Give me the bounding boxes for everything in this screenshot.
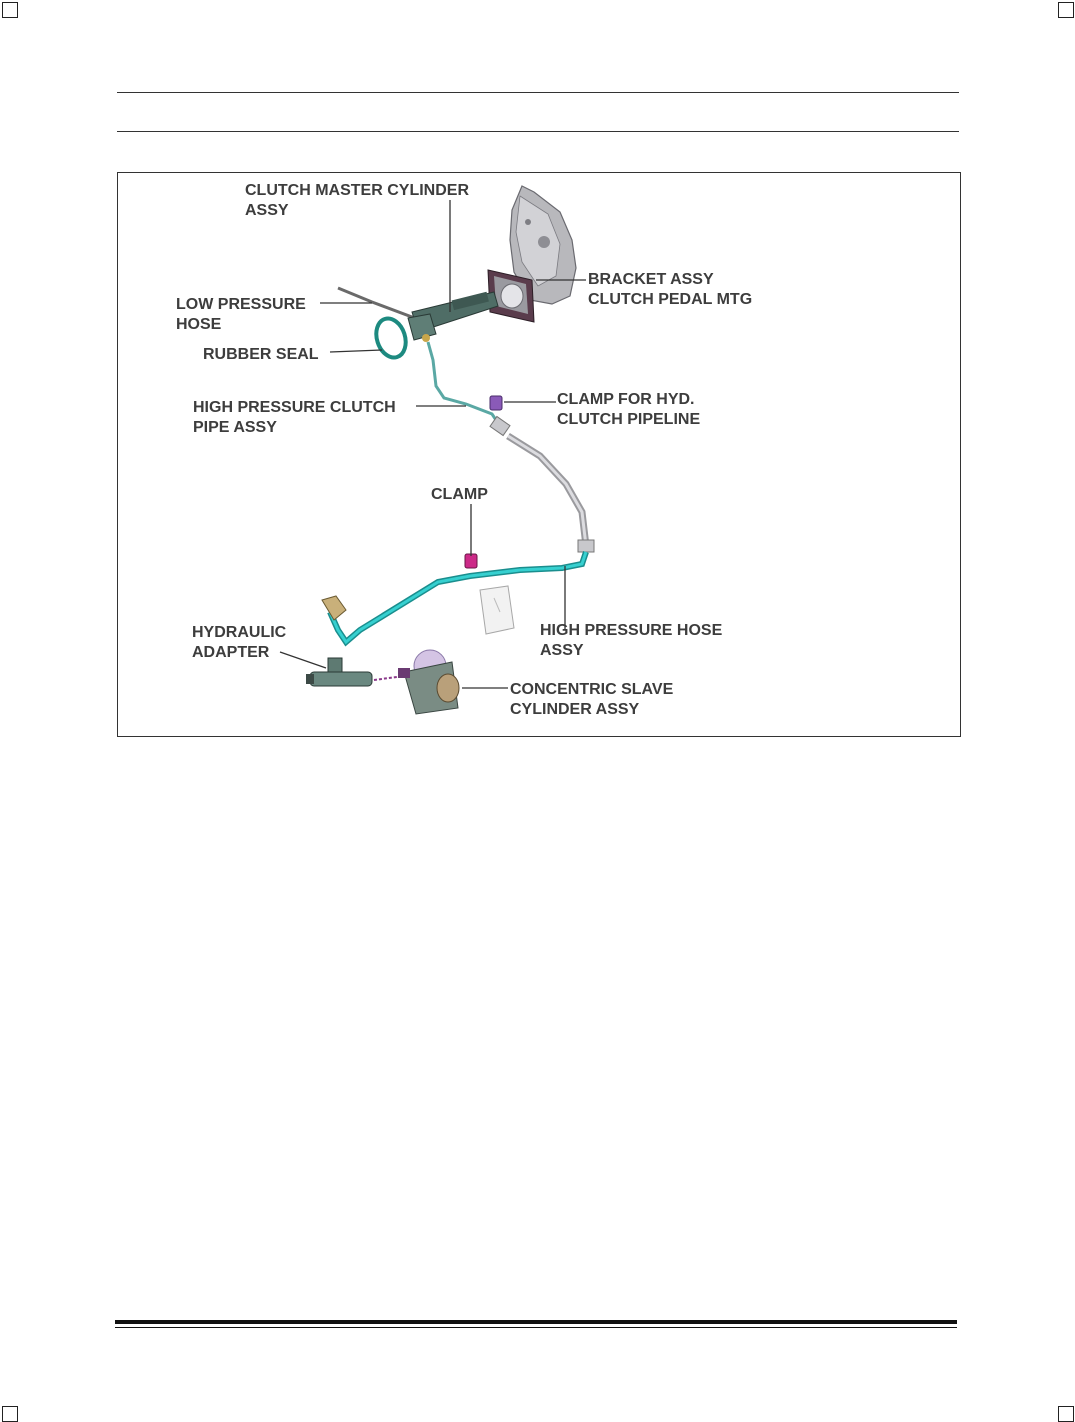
clutch-hydraulic-diagram [279,185,595,715]
header-rule-top [117,92,959,93]
master-cylinder [337,286,499,342]
crop-mark-top-right [1058,2,1074,18]
label-rubber-seal: RUBBER SEAL [203,346,319,363]
figure-frame [117,172,961,737]
high-pressure-hose [506,433,595,553]
shield-plate [479,585,515,635]
footer-rule-thin [115,1327,957,1328]
rubber-seal [374,316,408,360]
crop-mark-bottom-left [2,1406,18,1422]
label-clamp: CLAMP [431,486,488,503]
label-clamp-for-hyd: CLAMP FOR HYD.CLUTCH PIPELINE [557,391,701,428]
footer-rule-thick [115,1320,957,1324]
main-pipe [327,551,589,647]
hydraulic-adapter [306,595,373,687]
high-pressure-pipe [426,341,511,437]
crop-mark-top-left [2,2,18,18]
clamp-hyd-part [489,395,503,411]
slave-cylinder [373,649,460,715]
crop-mark-bottom-right [1058,1406,1074,1422]
pedal-bracket [487,185,577,323]
leader-lines [279,200,586,689]
clamp-part [464,553,478,569]
header-rule-bottom [117,131,959,132]
